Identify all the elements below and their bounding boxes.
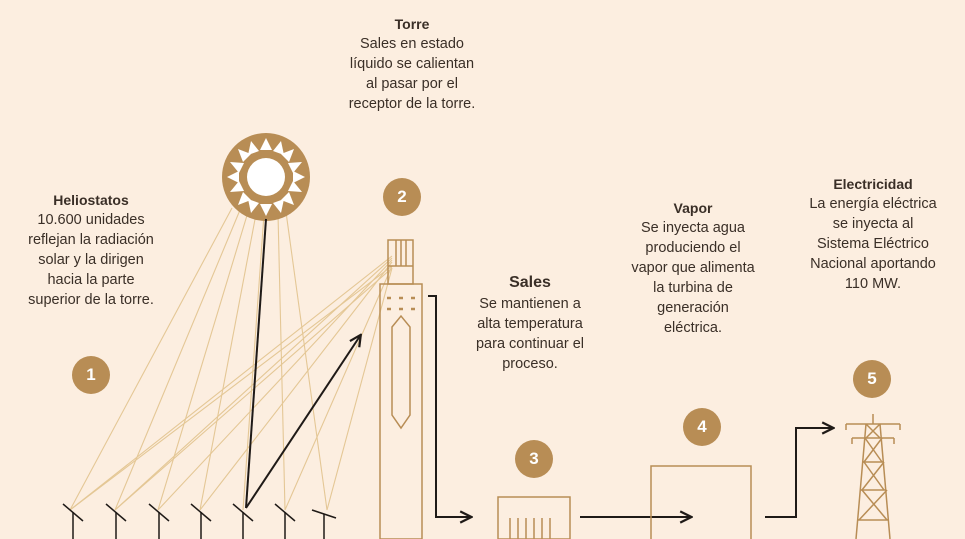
heliostat-field bbox=[62, 503, 337, 539]
step-electricidad: Electricidad La energía eléctrica se iny… bbox=[783, 174, 963, 294]
step-heliostatos-text: 10.600 unidades reflejan la radiación so… bbox=[28, 212, 154, 308]
heliostat-icon bbox=[274, 503, 296, 539]
heliostat-icon bbox=[62, 503, 84, 539]
step-torre: Torre Sales en estado líquido se calient… bbox=[312, 14, 512, 114]
step-heliostatos-title: Heliostatos bbox=[53, 192, 129, 208]
heliostat-icon bbox=[105, 503, 127, 539]
sun-rays bbox=[69, 207, 328, 511]
step-heliostatos: Heliostatos 10.600 unidades reflejan la … bbox=[3, 190, 179, 310]
step-badge-2: 2 bbox=[383, 178, 421, 216]
incident-ray bbox=[245, 218, 267, 509]
step-badge-4: 4 bbox=[683, 408, 721, 446]
step-torre-text: Sales en estado líquido se calientan al … bbox=[348, 36, 476, 112]
step-sales-text: Se mantienen a alta temperatura para con… bbox=[475, 296, 584, 372]
power-pylon-icon bbox=[845, 414, 901, 539]
step-vapor-text: Se inyecta agua produciendo el vapor que… bbox=[631, 220, 755, 336]
reflected-rays bbox=[69, 255, 393, 511]
step-vapor: Vapor Se inyecta agua produciendo el vap… bbox=[603, 198, 783, 338]
step-vapor-title: Vapor bbox=[673, 200, 713, 216]
step-sales: Sales Se mantienen a alta temperatura pa… bbox=[455, 272, 605, 374]
vapor-to-grid-arrow bbox=[765, 428, 832, 518]
step-electricidad-text: La energía eléctrica se inyecta al Siste… bbox=[809, 196, 937, 292]
step-badge-1: 1 bbox=[72, 356, 110, 394]
heliostat-icon bbox=[190, 503, 212, 539]
step-sales-title: Sales bbox=[509, 274, 551, 291]
sun-icon bbox=[222, 133, 310, 221]
heliostat-icon bbox=[148, 503, 170, 539]
heliostat-icon bbox=[232, 503, 254, 539]
salt-tank-icon bbox=[497, 496, 571, 539]
step-badge-3: 3 bbox=[515, 440, 553, 478]
reflection-arrow bbox=[245, 336, 360, 509]
tower-icon bbox=[379, 239, 423, 539]
step-torre-title: Torre bbox=[394, 16, 430, 32]
tower-to-salts-arrow bbox=[428, 295, 470, 517]
step-electricidad-title: Electricidad bbox=[833, 176, 913, 192]
heliostat-icon bbox=[311, 509, 337, 539]
turbine-building-icon bbox=[650, 465, 752, 539]
step-badge-5: 5 bbox=[853, 360, 891, 398]
